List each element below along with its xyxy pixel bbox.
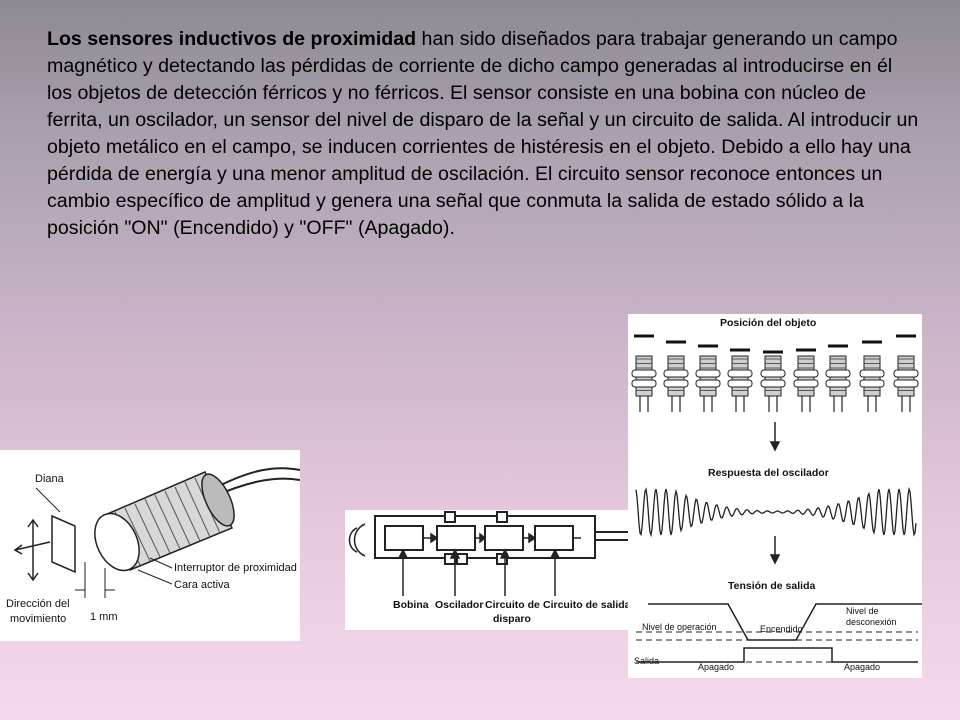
sensor-unit xyxy=(793,348,819,412)
label-direccion-2: movimiento xyxy=(10,613,66,625)
label-distancia: 1 mm xyxy=(90,611,118,623)
output-pulse xyxy=(638,647,918,663)
label-interruptor: Interruptor de proximidad xyxy=(174,562,297,574)
label-apagado-1: Apagado xyxy=(698,662,734,672)
sensor-unit xyxy=(825,344,851,412)
sensor-unit xyxy=(663,340,689,412)
label-nivel-desc-1: Nivel de xyxy=(846,606,879,616)
label-disparo-2: disparo xyxy=(493,613,531,625)
block-diagram: Bobina Oscilador Circuito de disparo Cir… xyxy=(345,510,633,630)
movement-arrows xyxy=(13,518,51,582)
output-curve xyxy=(648,603,922,641)
label-diana: Diana xyxy=(35,473,65,485)
sensor-unit xyxy=(631,334,657,412)
label-apagado-2: Apagado xyxy=(844,662,880,672)
title-posicion: Posición del objeto xyxy=(720,317,816,329)
block-salida xyxy=(534,525,574,551)
block-disparo xyxy=(484,525,524,551)
label-cara-activa: Cara activa xyxy=(174,579,231,591)
sensor-unit xyxy=(727,348,753,412)
label-direccion-1: Dirección del xyxy=(6,598,70,610)
sensor-unit xyxy=(695,344,721,412)
sensor-unit xyxy=(859,340,885,412)
proximity-sensor-body xyxy=(94,471,235,572)
sensor-unit xyxy=(893,334,919,412)
label-disparo-1: Circuito de xyxy=(485,599,540,611)
label-nivel-op: Nivel de operación xyxy=(642,622,717,632)
label-salida: Salida xyxy=(634,656,659,666)
block-bobina xyxy=(384,525,424,551)
title-respuesta: Respuesta del oscilador xyxy=(708,467,829,479)
sensor-row xyxy=(631,334,919,412)
label-encendido: Encendido xyxy=(760,624,803,634)
label-oscilador: Oscilador xyxy=(435,599,483,611)
label-bobina: Bobina xyxy=(393,599,429,611)
signal-figure: Posición del objeto Respuesta del oscila… xyxy=(628,314,922,678)
sensor-unit xyxy=(760,350,786,412)
block-oscilador xyxy=(436,525,476,551)
label-nivel-desc-2: desconexión xyxy=(846,617,897,627)
paragraph-body: han sido diseñados para trabajar generan… xyxy=(47,28,919,239)
label-salida: Circuito de salida xyxy=(543,599,631,611)
title-tension: Tensión de salida xyxy=(728,580,815,592)
description-paragraph: Los sensores inductivos de proximidad ha… xyxy=(47,26,919,242)
target-plate xyxy=(51,514,76,574)
paragraph-bold-lead: Los sensores inductivos de proximidad xyxy=(47,28,417,50)
oscillator-wave xyxy=(635,486,917,538)
sensor-figure: Diana Interruptor de proximidad Cara act… xyxy=(0,450,301,641)
